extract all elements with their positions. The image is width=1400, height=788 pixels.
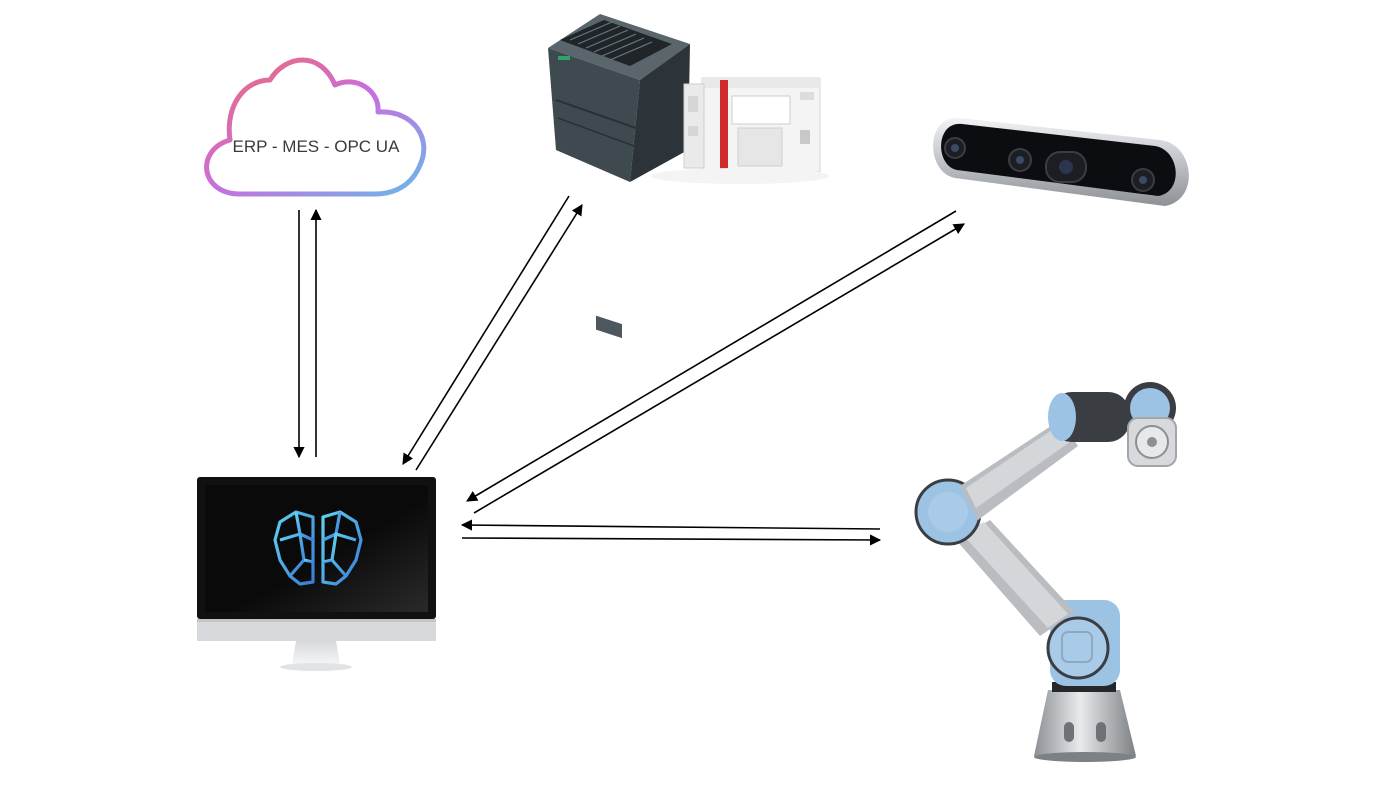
depth-camera-icon [933,117,1189,206]
plc-icon [548,14,830,339]
arrow-computer-to-plc [415,204,583,471]
robot-node [914,382,1177,762]
brain-logo-icon [273,510,363,586]
arrow-robot-to-computer [460,519,881,531]
connections [293,195,965,546]
arrow-computer-to-camera [473,223,965,514]
computer-node [197,477,436,671]
arrow-camera-to-computer [466,210,957,502]
camera-node [933,117,1189,206]
arrow-computer-to-robot [461,534,882,546]
robot-arm-icon [914,382,1177,762]
plc-node [548,14,830,339]
cloud-node: ERP - MES - OPC UA [204,57,427,197]
cloud-label: ERP - MES - OPC UA [233,137,401,156]
monitor-icon [197,477,436,671]
arrow-plc-to-computer [402,195,570,465]
cloud-icon [204,57,427,197]
